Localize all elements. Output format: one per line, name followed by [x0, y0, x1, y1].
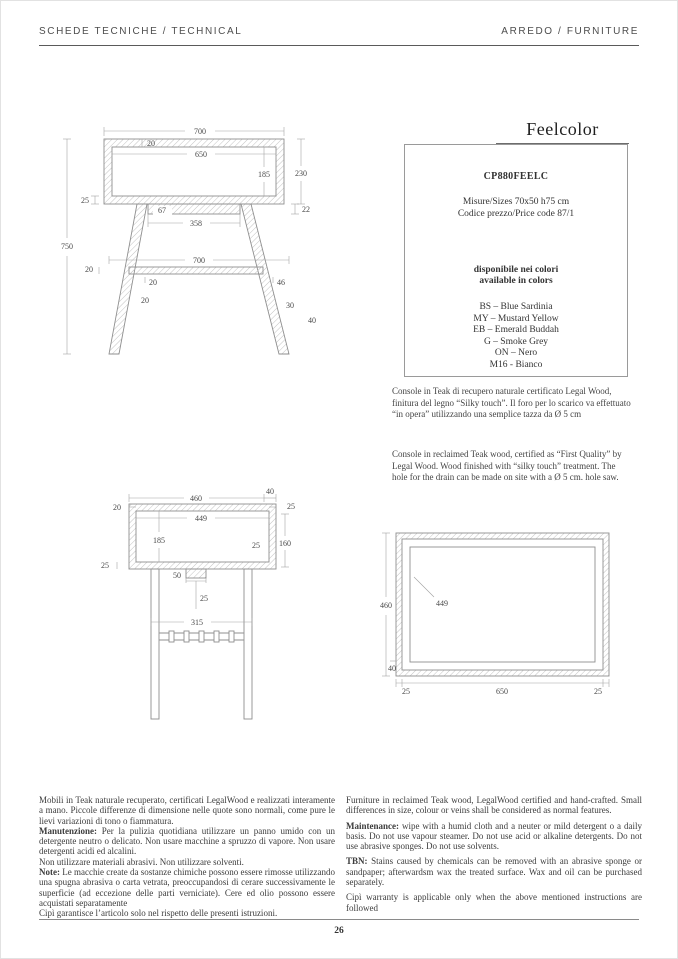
color-item: BS – Blue Sardinia: [479, 302, 553, 312]
care-paragraph: Manutenzione: Per la pulizia quotidiana …: [39, 826, 335, 857]
dim-front-bottom-thickness: 25: [81, 196, 89, 205]
care-text: Cipì garantisce l’articolo solo nel risp…: [39, 908, 278, 919]
dim-side-inner-width: 449: [195, 514, 207, 523]
plan-view-drawing: 460 449 40 25 650 25: [380, 532, 610, 696]
care-paragraph: Maintenance: wipe with a humid cloth and…: [346, 821, 642, 852]
header-divider: [39, 45, 639, 46]
color-item: EB – Emerald Buddah: [473, 325, 559, 335]
product-sizes: Misure/Sizes 70x50 h75 cm: [462, 197, 570, 207]
dim-side-drain-width: 50: [173, 571, 181, 580]
dim-plan-depth: 460: [380, 601, 392, 610]
care-text: Stains caused by chemicals can be remove…: [346, 856, 642, 888]
dim-front-inner-height: 185: [258, 170, 270, 179]
plan-structure: [395, 532, 610, 677]
front-structure: [103, 138, 290, 355]
dim-side-top-right: 40: [266, 487, 274, 496]
color-list: BS – Blue Sardinia MY – Mustard Yellow E…: [405, 302, 627, 371]
dim-plan-inner-depth: 449: [436, 599, 448, 608]
plan-dimensions: [382, 532, 610, 687]
dim-side-shelf-width: 315: [191, 618, 203, 627]
care-text: Non utilizzare materiali abrasivi. Non u…: [39, 856, 244, 867]
description-italian: Console in Teak di recupero naturale cer…: [392, 386, 631, 419]
colors-heading: disponibile nei colori available in colo…: [405, 265, 627, 287]
dim-front-top-width: 700: [194, 127, 206, 136]
dim-plan-left-thickness: 25: [402, 687, 410, 696]
care-paragraph: Non utilizzare materiali abrasivi. Non u…: [39, 857, 335, 867]
page-header: SCHEDE TECNICHE / TECHNICAL ARREDO / FUR…: [39, 26, 639, 37]
color-item: ON – Nero: [494, 348, 538, 358]
color-item: M16 - Bianco: [489, 359, 543, 370]
dim-front-outer-height: 230: [295, 169, 307, 178]
dim-front-foot-width: 40: [308, 316, 316, 325]
dim-front-stretcher-width: 700: [193, 256, 205, 265]
care-paragraph: Note: Le macchie create da sostanze chim…: [39, 867, 335, 908]
dim-side-left-thickness: 20: [113, 503, 121, 512]
dim-front-leg-bottom: 20: [141, 296, 149, 305]
dim-plan-right-thickness: 25: [594, 687, 602, 696]
page-number: 26: [334, 926, 344, 936]
care-text: Cipì warranty is applicable only when th…: [346, 892, 642, 913]
care-text: wipe with a humid cloth and a neuter or …: [346, 820, 642, 852]
care-paragraph: TBN: Stains caused by chemicals can be r…: [346, 856, 642, 887]
dim-side-inner-height: 185: [153, 536, 165, 545]
care-text: Per la pulizia quotidiana utilizzare un …: [39, 825, 335, 857]
care-text: Furniture in reclaimed Teak wood, LegalW…: [346, 795, 642, 816]
dim-side-top-width: 460: [190, 494, 202, 503]
care-lead: Note:: [39, 867, 60, 878]
care-text: Mobili in Teak naturale recuperato, cert…: [39, 795, 335, 826]
front-dimensions: [63, 127, 305, 355]
colors-heading-it: disponibile nei colori: [473, 265, 559, 275]
product-info-box: CP880FEELC Misure/Sizes 70x50 h75 cm Cod…: [404, 144, 628, 377]
product-price-code: Codice prezzo/Price code 87/1: [457, 209, 575, 219]
care-paragraph: Furniture in reclaimed Teak wood, LegalW…: [346, 795, 642, 816]
description-english: Console in reclaimed Teak wood, certifie…: [392, 449, 622, 482]
side-view-drawing: 460 40 20 25 449 185 25 160 25 50 25 315: [101, 487, 295, 720]
color-item: G – Smoke Grey: [483, 336, 549, 347]
color-item: MY – Mustard Yellow: [473, 313, 559, 324]
footer-divider: [39, 919, 639, 920]
care-column-italian: Mobili in Teak naturale recuperato, cert…: [39, 795, 335, 919]
dim-front-foot-offset: 30: [286, 301, 294, 310]
dim-front-total-height: 750: [61, 242, 73, 251]
header-right-label: ARREDO / FURNITURE: [501, 26, 639, 37]
dim-front-inner-width: 650: [195, 150, 207, 159]
care-paragraph: Cipì garantisce l’articolo solo nel risp…: [39, 908, 335, 918]
product-title: Feelcolor: [496, 119, 629, 144]
side-dimensions: [116, 494, 289, 626]
dim-side-bottom-thickness: 25: [101, 561, 109, 570]
dim-front-stretcher-left: 20: [85, 265, 93, 274]
label-backing: [153, 206, 172, 215]
dim-front-apron-right: 22: [302, 205, 310, 214]
dim-side-right-inner: 25: [252, 541, 260, 550]
care-column-english: Furniture in reclaimed Teak wood, LegalW…: [346, 795, 642, 918]
dim-plan-width: 650: [496, 687, 508, 696]
dim-side-right-height: 160: [279, 539, 291, 548]
care-lead: Manutenzione:: [39, 825, 97, 836]
header-left-label: SCHEDE TECNICHE / TECHNICAL: [39, 26, 243, 37]
dim-front-top-thickness: 20: [147, 139, 155, 148]
dim-front-apron-width: 358: [190, 219, 202, 228]
side-structure: [128, 503, 277, 720]
care-paragraph: Cipì warranty is applicable only when th…: [346, 892, 642, 913]
front-view-drawing: 700 20 650 185 230 25 67 358 22 750 700 …: [61, 127, 316, 355]
dim-plan-edge: 40: [388, 664, 396, 673]
care-lead: Maintenance:: [346, 820, 399, 831]
dim-side-drain-offset: 25: [200, 594, 208, 603]
care-text: Le macchie create da sostanze chimiche p…: [39, 867, 335, 908]
dim-front-apron-height: 67: [158, 206, 166, 215]
colors-heading-en: available in colors: [479, 276, 553, 286]
dim-side-right-thickness: 25: [287, 502, 295, 511]
product-code: CP880FEELC: [483, 171, 549, 182]
care-paragraph: Mobili in Teak naturale recuperato, cert…: [39, 795, 335, 826]
care-lead: TBN:: [346, 856, 368, 867]
dim-front-leg-right: 46: [277, 278, 285, 287]
dim-front-leg-left: 20: [149, 278, 157, 287]
